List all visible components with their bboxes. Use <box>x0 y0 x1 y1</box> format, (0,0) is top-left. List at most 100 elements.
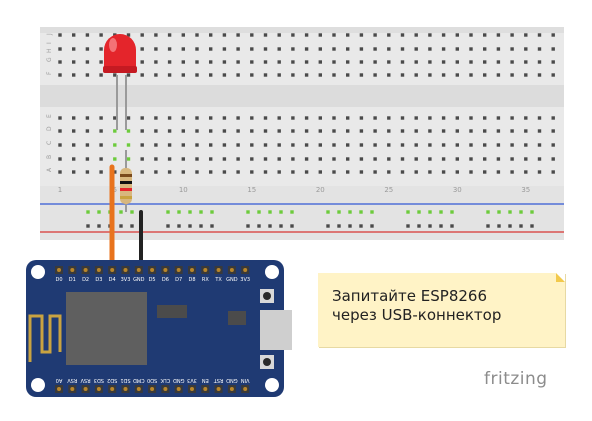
breadboard-hole <box>332 60 336 64</box>
breadboard-hole <box>510 157 514 161</box>
pin-label: RX <box>202 277 209 283</box>
breadboard-hole <box>524 73 528 77</box>
breadboard-hole <box>373 47 377 51</box>
breadboard-hole <box>387 47 391 51</box>
column-number: 10 <box>179 186 188 194</box>
breadboard-hole <box>72 60 76 64</box>
breadboard-hole <box>181 143 185 147</box>
pin-label: GND <box>133 277 145 283</box>
breadboard-hole <box>304 143 309 147</box>
header-pin-pad <box>163 268 168 272</box>
breadboard-hole <box>140 143 144 147</box>
breadboard-hole <box>524 129 528 133</box>
breadboard-hole <box>346 33 350 37</box>
breadboard-hole <box>167 143 172 147</box>
pin-label: SD0 <box>147 377 157 383</box>
breadboard-hole <box>291 129 295 133</box>
header-pin-pad <box>229 387 234 391</box>
row-letter: B <box>46 155 53 159</box>
column-number: 30 <box>453 186 462 194</box>
breadboard-hole <box>236 73 240 77</box>
breadboard-hole <box>277 60 281 64</box>
breadboard-hole <box>483 129 487 133</box>
breadboard-hole <box>236 60 240 64</box>
breadboard-hole <box>455 47 459 51</box>
breadboard-hole <box>113 157 117 161</box>
breadboard-hole <box>428 47 432 51</box>
breadboard-hole <box>332 157 336 161</box>
breadboard-hole <box>551 60 555 64</box>
rail-hole <box>97 224 101 228</box>
rail-hole <box>268 210 272 214</box>
breadboard-hole <box>304 129 309 133</box>
breadboard-hole <box>99 157 103 161</box>
breadboard-hole <box>222 143 227 147</box>
breadboard-hole <box>209 143 213 147</box>
breadboard-hole <box>455 116 459 120</box>
rail-hole <box>166 210 170 214</box>
led-body <box>104 34 136 70</box>
breadboard-hole <box>236 116 240 120</box>
breadboard-hole <box>250 60 254 64</box>
breadboard-hole <box>250 47 254 51</box>
rail-hole <box>177 210 181 214</box>
breadboard-hole <box>428 116 432 120</box>
breadboard-hole <box>154 157 158 161</box>
header-pin-pad <box>57 268 61 272</box>
breadboard-hole <box>291 73 295 77</box>
rail-hole <box>348 210 352 214</box>
rail-hole <box>210 210 214 214</box>
breadboard-hole <box>99 116 103 120</box>
breadboard-hole <box>304 170 309 174</box>
rail-hole <box>519 224 523 228</box>
breadboard-hole <box>181 73 185 77</box>
breadboard-hole <box>469 129 473 133</box>
breadboard-hole <box>99 60 103 64</box>
breadboard-holes <box>58 33 555 228</box>
breadboard-hole <box>154 73 158 77</box>
column-number: 35 <box>521 186 530 194</box>
breadboard-hole <box>469 73 473 77</box>
breadboard-hole <box>359 73 364 77</box>
breadboard-hole <box>140 170 144 174</box>
breadboard-hole <box>551 143 555 147</box>
breadboard-hole <box>551 157 555 161</box>
column-number: 1 <box>58 186 62 194</box>
note-fold <box>556 273 565 282</box>
breadboard-hole <box>496 60 501 64</box>
breadboard-hole <box>154 116 158 120</box>
breadboard-hole <box>304 47 309 51</box>
breadboard-hole <box>195 33 199 37</box>
row-letter: H <box>46 48 53 53</box>
breadboard-hole <box>332 73 336 77</box>
breadboard-hole <box>277 33 281 37</box>
breadboard-hole <box>263 129 268 133</box>
breadboard-hole <box>250 143 254 147</box>
resistor-band <box>120 174 132 177</box>
breadboard-hole <box>209 129 213 133</box>
breadboard-hole <box>85 116 90 120</box>
pin-label: A0 <box>56 377 63 383</box>
breadboard-hole <box>58 157 62 161</box>
breadboard-hole <box>209 116 213 120</box>
breadboard-hole <box>181 33 185 37</box>
mount-hole <box>31 265 45 279</box>
breadboard-hole <box>400 116 405 120</box>
column-number: 25 <box>384 186 393 194</box>
column-number: 15 <box>247 186 256 194</box>
breadboard-hole <box>483 157 487 161</box>
breadboard-hole <box>414 73 418 77</box>
rail-hole <box>86 210 90 214</box>
breadboard-hole <box>359 170 364 174</box>
rail-hole <box>119 224 123 228</box>
breadboard-hole <box>373 129 377 133</box>
header-pin-pad <box>203 387 208 391</box>
breadboard-hole <box>181 170 185 174</box>
breadboard-hole <box>291 170 295 174</box>
breadboard-hole <box>346 60 350 64</box>
breadboard-hole <box>236 33 240 37</box>
breadboard-hole <box>496 157 501 161</box>
